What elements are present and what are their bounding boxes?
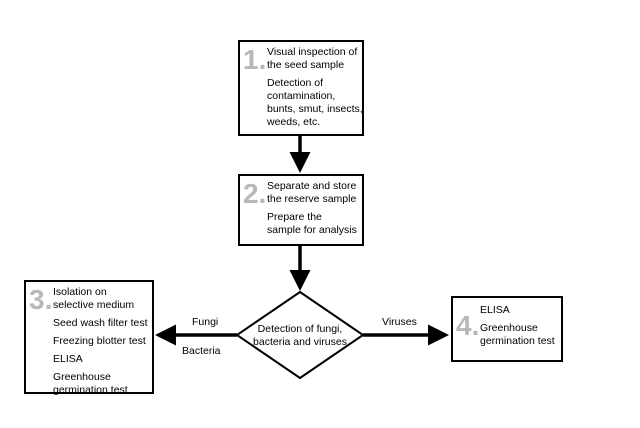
step-3-line-3: Freezing blotter test — [53, 335, 146, 347]
step-3-line-2: Seed wash filter test — [53, 317, 148, 329]
step-2-number: 2. — [243, 178, 267, 209]
edge-label-bacteria: Bacteria — [182, 345, 221, 357]
step-1-number: 1. — [243, 44, 267, 75]
decision-text: Detection of fungi, bacteria and viruses — [253, 323, 347, 348]
step-1-line-1: Visual inspection of the seed sample — [267, 46, 358, 71]
decision-diamond — [235, 290, 365, 380]
step-3-line-1: Isolation on selective medium — [53, 286, 135, 311]
step-3-number: 3. — [29, 284, 53, 315]
step-3-line-4: ELISA — [53, 353, 83, 365]
step-2-line-1: Separate and store the reserve sample — [267, 180, 357, 205]
edge-label-fungi: Fungi — [192, 316, 219, 328]
step-2-text: Separate and store the reserve sample Pr… — [267, 180, 361, 242]
step-4-box: 4. ELISA Greenhouse germination test — [451, 296, 563, 362]
step-2-line-2: Prepare the sample for analysis — [267, 211, 357, 236]
edge-label-viruses: Viruses — [382, 316, 417, 328]
step-4-line-2: Greenhouse germination test — [480, 322, 555, 347]
step-1-box: 1. Visual inspection of the seed sample … — [238, 40, 364, 136]
step-4-text: ELISA Greenhouse germination test — [480, 304, 560, 353]
step-2-box: 2. Separate and store the reserve sample… — [238, 174, 364, 246]
step-3-line-5: Greenhouse germination test — [53, 371, 128, 396]
step-1-line-2: Detection of contamination, bunts, smut,… — [267, 77, 363, 128]
step-3-text: Isolation on selective medium Seed wash … — [53, 286, 149, 402]
step-3-box: 3. Isolation on selective medium Seed wa… — [24, 280, 154, 396]
step-4-number: 4. — [456, 310, 480, 341]
step-1-text: Visual inspection of the seed sample Det… — [267, 46, 363, 134]
step-4-line-1: ELISA — [480, 304, 510, 316]
